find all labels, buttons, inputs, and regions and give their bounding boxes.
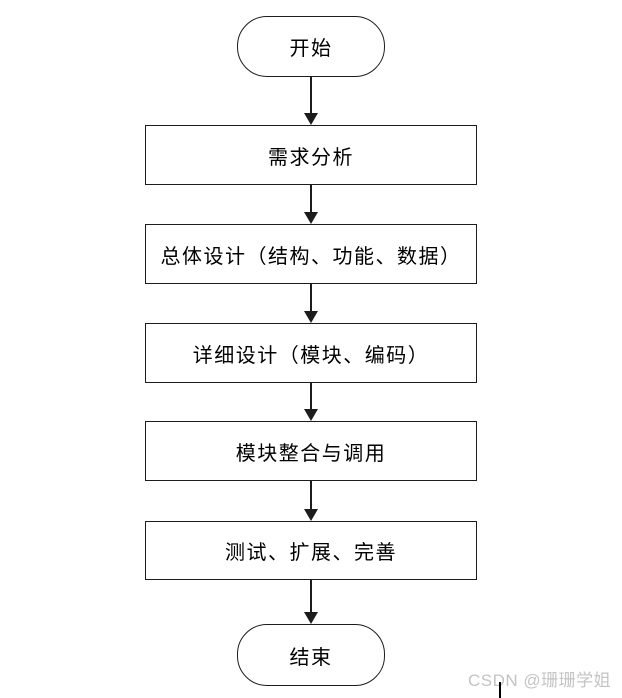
arrow-head <box>304 311 318 323</box>
flowchart-node-overall-design: 总体设计（结构、功能、数据） <box>145 224 477 284</box>
arrow-stem <box>310 383 312 410</box>
arrow-stem <box>310 185 312 213</box>
node-label: 测试、扩展、完善 <box>225 542 397 564</box>
flowchart-node-module-integration: 模块整合与调用 <box>145 421 477 481</box>
node-label: 总体设计（结构、功能、数据） <box>160 245 462 268</box>
flowchart-node-testing: 测试、扩展、完善 <box>145 521 477 580</box>
flowchart-node-detailed-design: 详细设计（模块、编码） <box>145 323 477 383</box>
node-label: 模块整合与调用 <box>235 442 387 465</box>
flowchart-node-requirements: 需求分析 <box>145 125 477 185</box>
arrow-down-icon <box>304 580 318 624</box>
flowchart-node-end: 结束 <box>237 624 385 686</box>
arrow-stem <box>310 77 312 114</box>
arrow-head <box>304 409 318 421</box>
node-label: 开始 <box>289 38 333 60</box>
arrow-stem <box>310 284 312 312</box>
arrow-head <box>304 612 318 624</box>
node-label: 详细设计（模块、编码） <box>192 344 430 367</box>
arrow-head <box>304 509 318 521</box>
arrow-stem <box>310 481 312 510</box>
flowchart-node-start: 开始 <box>237 16 385 77</box>
arrow-down-icon <box>304 77 318 125</box>
csdn-watermark: CSDN @珊珊学姐 <box>468 671 612 690</box>
text-cursor-mark <box>499 682 501 698</box>
arrow-down-icon <box>304 185 318 224</box>
arrow-down-icon <box>304 284 318 323</box>
node-label: 结束 <box>289 646 333 669</box>
arrow-stem <box>310 580 312 613</box>
node-label: 需求分析 <box>268 146 354 169</box>
arrow-head <box>304 113 318 125</box>
arrow-head <box>304 212 318 224</box>
arrow-down-icon <box>304 481 318 521</box>
arrow-down-icon <box>304 383 318 421</box>
